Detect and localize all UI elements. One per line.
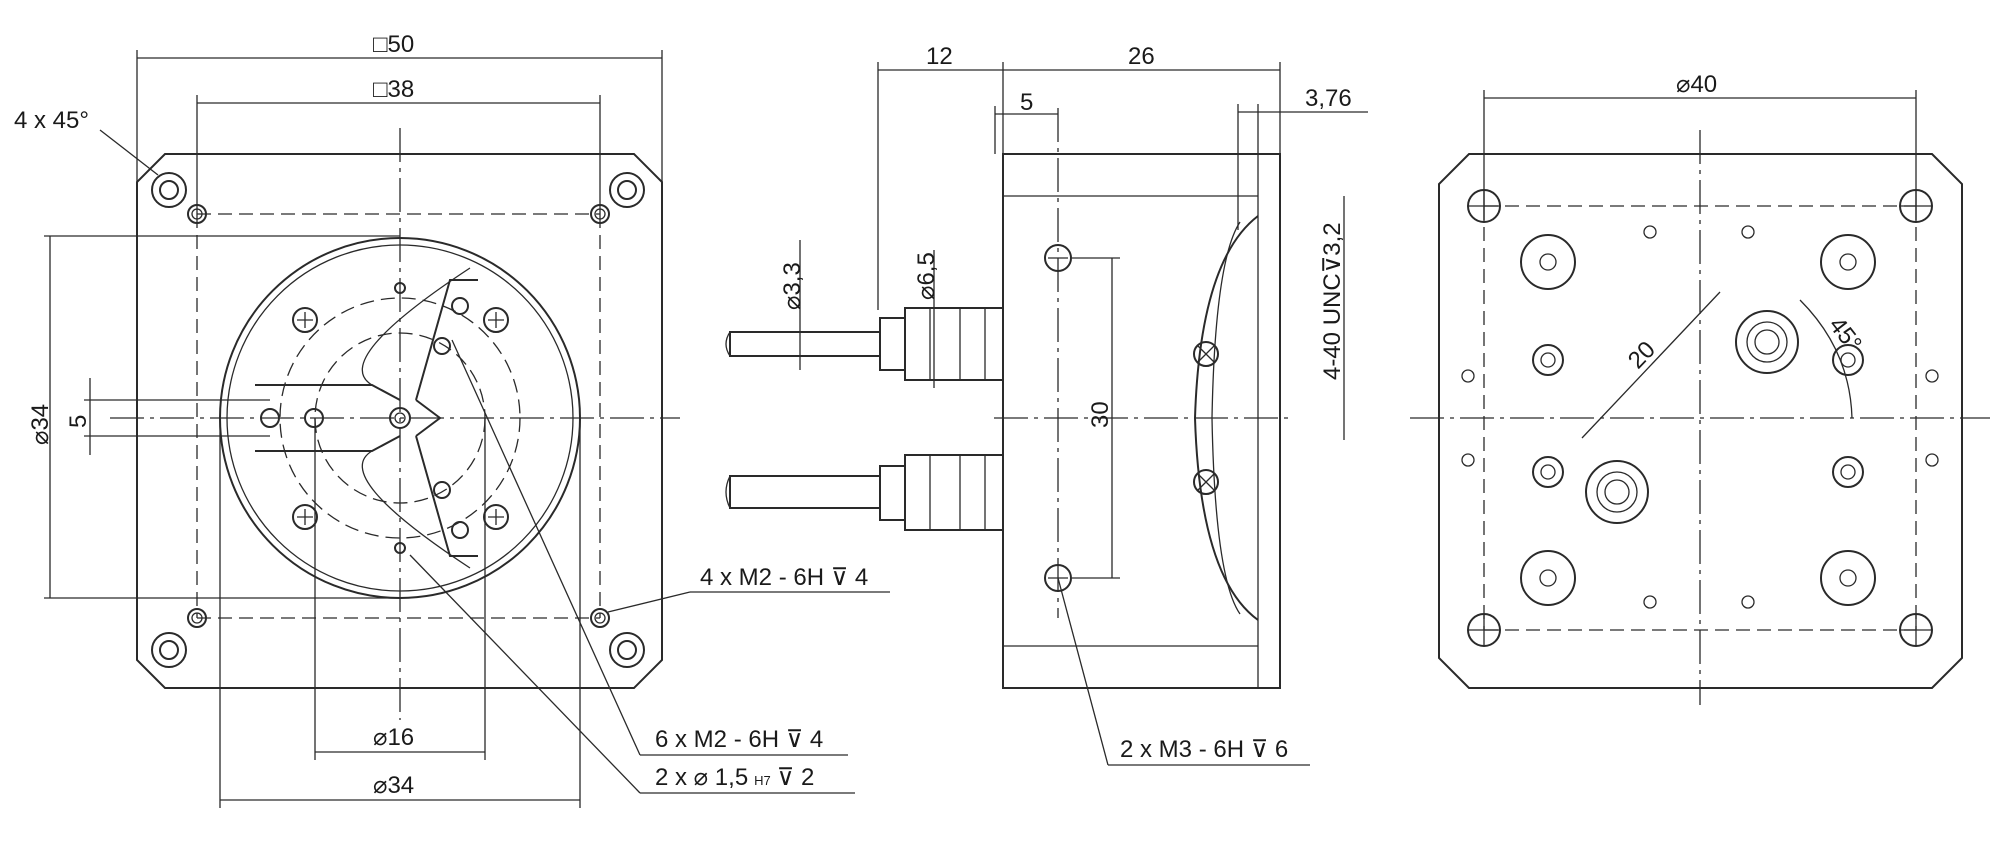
dim-connector-spacing: 20 (1623, 336, 1661, 374)
dim-diameter-34-bottom: ⌀34 (373, 772, 414, 799)
rear-bushing (1820, 550, 1876, 606)
dim-body-length: 26 (1128, 43, 1155, 70)
dim-square-38: □38 (373, 76, 414, 103)
dim-diameter-16: ⌀16 (373, 724, 414, 751)
dim-bolt-circle-40: ⌀40 (1676, 71, 1717, 98)
rear-body-outline (1438, 153, 1963, 689)
screw-head (292, 307, 318, 333)
callout-side-threads: 2 x M3 - 6H ⊽ 6 (1120, 736, 1288, 763)
rear-corner-hole (1467, 613, 1501, 647)
dim-cable-small: ⌀3,3 (779, 262, 806, 310)
round-connector-lower (1585, 460, 1649, 524)
tapped-hole-m2 (590, 608, 610, 628)
dim-offset-5: 5 (65, 415, 92, 428)
dim-cable-large: ⌀6,5 (913, 252, 940, 300)
rear-corner-hole (1899, 613, 1933, 647)
round-connector-upper (1735, 310, 1799, 374)
dim-chamfer: 4 x 45° (14, 107, 89, 134)
dim-square-50: □50 (373, 31, 414, 58)
cable-connector-upper (725, 307, 1004, 381)
rear-bushing (1520, 550, 1576, 606)
dim-hole-offset: 5 (1020, 89, 1033, 116)
side-view: 12 26 5 3,76 ⌀3,3 ⌀6,5 30 4-40 UNC⊽3,2 2… (725, 43, 1368, 766)
dim-flange: 3,76 (1305, 85, 1352, 112)
tapped-hole-m2 (187, 608, 207, 628)
rear-view: ⌀40 20 45° (1410, 71, 1990, 705)
corner-hole (151, 172, 187, 208)
corner-hole (609, 632, 645, 668)
side-tapped-hole (1044, 244, 1072, 272)
rear-bushing (1820, 234, 1876, 290)
screw-head (292, 504, 318, 530)
callout-unc: 4-40 UNC⊽3,2 (1319, 222, 1346, 380)
front-body-outline (136, 153, 663, 689)
rear-bushing (1520, 234, 1576, 290)
rear-bushing (1532, 456, 1564, 488)
screw-head (483, 307, 509, 333)
screw-head (1193, 469, 1219, 495)
corner-hole (151, 632, 187, 668)
dim-hole-spacing: 30 (1087, 401, 1114, 428)
side-body-outline (1002, 153, 1281, 689)
dim-connector-length: 12 (926, 43, 953, 70)
callout-mounting-threads: 4 x M2 - 6H ⊽ 4 (700, 564, 868, 591)
callout-top-threads: 6 x M2 - 6H ⊽ 4 (655, 726, 823, 753)
corner-hole (609, 172, 645, 208)
screw-head (1193, 341, 1219, 367)
dim-diameter-34-vertical: ⌀34 (27, 404, 54, 445)
rear-bushing (1532, 344, 1564, 376)
front-view: □50 □38 4 x 45° ⌀34 5 ⌀16 ⌀34 4 x M2 - 6 (14, 31, 890, 808)
cable-connector-lower (725, 454, 1004, 531)
screw-head (483, 504, 509, 530)
rear-bushing (1832, 456, 1864, 488)
